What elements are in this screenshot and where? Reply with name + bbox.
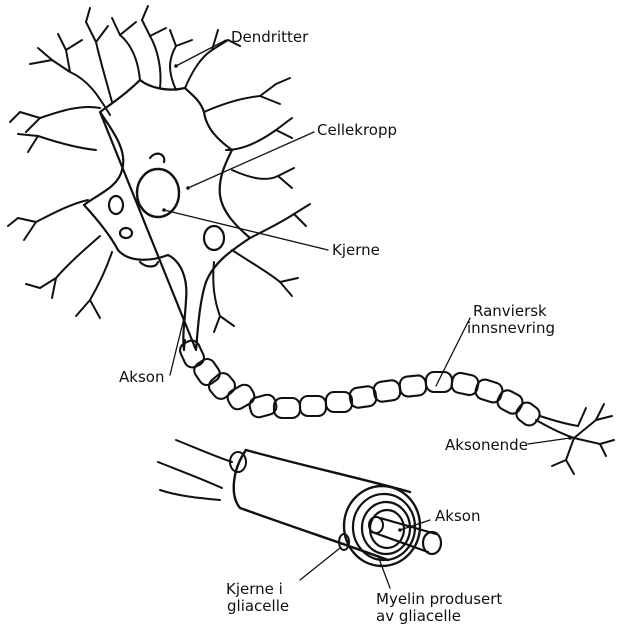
organelle [109, 196, 123, 214]
label-axon-lower: Akson [435, 508, 480, 525]
label-nucleus: Kjerne [332, 242, 380, 259]
organelle [150, 154, 164, 162]
label-node-of-ranvier-line2: innsnevring [467, 320, 555, 337]
label-axon-terminal: Aksonende [445, 437, 528, 454]
leader-node-of-ranvier [436, 318, 470, 386]
leader-axon-terminal [528, 438, 570, 444]
myelin-segments [177, 338, 542, 429]
cylinder-body [234, 450, 410, 560]
nucleus [137, 169, 179, 217]
background-axon-strand [158, 462, 222, 488]
label-glial-nucleus-line2: gliacelle [227, 598, 289, 615]
label-myelin-line2: av gliacelle [376, 608, 461, 625]
leader-nucleus [164, 210, 328, 250]
label-glial-nucleus-line1: Kjerne i [226, 581, 283, 598]
organelle [204, 226, 224, 250]
leader-cell-body [188, 132, 314, 188]
organelle [120, 228, 132, 238]
label-dendrites: Dendritter [231, 29, 308, 46]
label-node-of-ranvier-line1: Ranviersk [473, 303, 547, 320]
axon-terminal [536, 404, 614, 474]
label-myelin-line1: Myelin produsert [376, 591, 502, 608]
label-cell-body: Cellekropp [317, 122, 397, 139]
myelin-cross-section [158, 440, 441, 566]
label-axon-upper: Akson [119, 369, 164, 386]
glial-cell-edge [176, 440, 232, 462]
organelle [140, 262, 158, 267]
leader-glial-nucleus [300, 548, 340, 580]
